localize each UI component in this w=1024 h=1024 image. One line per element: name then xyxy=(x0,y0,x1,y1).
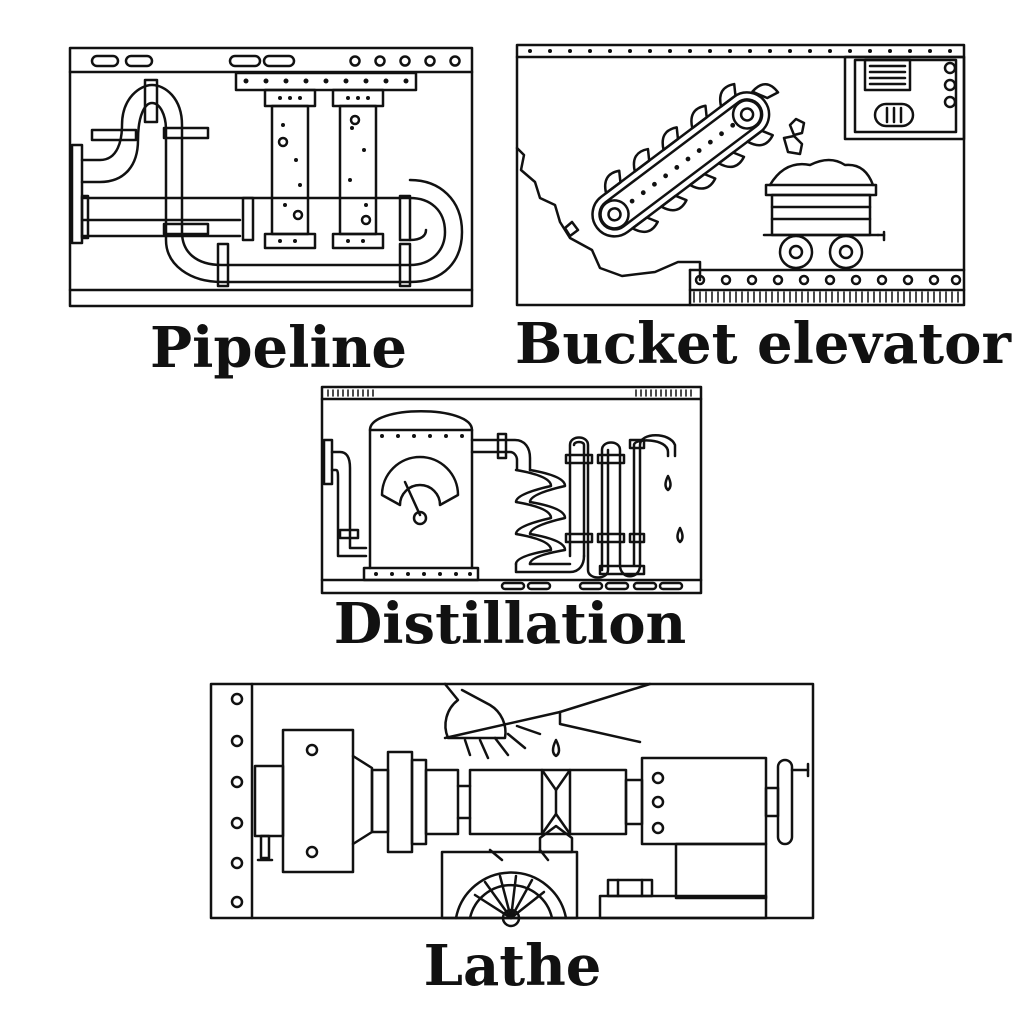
lathe-caption: Lathe xyxy=(423,933,602,999)
pipeline-caption: Pipeline xyxy=(150,315,408,381)
distillation-caption: Distillation xyxy=(333,591,687,657)
bucket-elevator-caption: Bucket elevator xyxy=(515,311,1012,377)
distillation-illustration xyxy=(320,385,703,595)
lathe-illustration xyxy=(209,682,815,928)
pipeline-illustration xyxy=(68,46,474,308)
bucket-elevator-illustration xyxy=(515,43,966,307)
